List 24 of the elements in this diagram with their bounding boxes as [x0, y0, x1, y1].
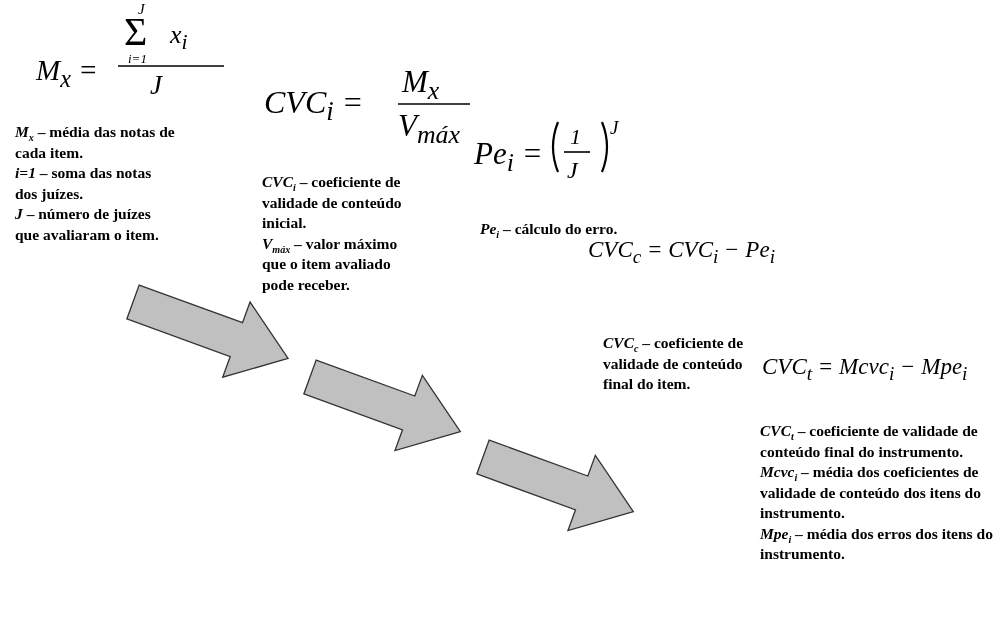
definition-text: M$_{x}$ – média das notas de cada item.: [15, 122, 175, 163]
fraction-numerator: M$_{x}$: [402, 66, 440, 97]
sum-limit: J: [138, 2, 145, 17]
formula: CVC$_{c}$ = CVC$_{i}$ − Pe$_{i}$: [588, 238, 775, 261]
definition-text: Mpe$_{i}$ – média dos erros dos itens do instrumento.: [760, 523, 994, 564]
formula-term: CVC$_{i}$ =: [264, 86, 364, 118]
formula: CVC$_{t}$ = Mcvc$_{i}$ − Mpe$_{i}$: [762, 355, 968, 378]
sum-index: i=1: [128, 52, 147, 65]
definition-text: Pe$_{i}$ – cálculo do erro.: [480, 219, 619, 240]
fraction-denominator: J: [567, 158, 578, 182]
fraction-denominator: V$_{máx}$: [398, 110, 460, 141]
fraction-numerator: 1: [570, 126, 581, 148]
definition-text: i=1 – soma das notas dos juízes.: [15, 163, 153, 204]
exponent: J: [610, 118, 619, 137]
definition-text: V$_{máx}$ – valor máximo que o item avaliado pode receber.: [262, 233, 399, 295]
fraction-denominator: J: [150, 72, 162, 99]
fraction-numerator: x$_{i}$: [170, 22, 188, 48]
definition-text: CVC$_{t}$ – coeficiente de validade de conteúdo final do instrumento.: [760, 421, 979, 462]
definition-text: CVC$_{c}$ – coeficiente de validade de conteúdo final do item.: [603, 333, 745, 394]
formula-term: M$_{x}$ =: [36, 56, 98, 85]
definition-text: Mcvc$_{i}$ – média dos coeficientes de validade de conteúdo dos itens do instrumento.: [760, 462, 982, 523]
definition-text: J – número de juízes que avaliaram o item.: [15, 204, 160, 245]
formula-term: Pe$_{i}$ =: [474, 138, 543, 169]
definition-text: CVC$_{i}$ – coeficiente de validade de conteúdo inicial.: [262, 172, 403, 233]
